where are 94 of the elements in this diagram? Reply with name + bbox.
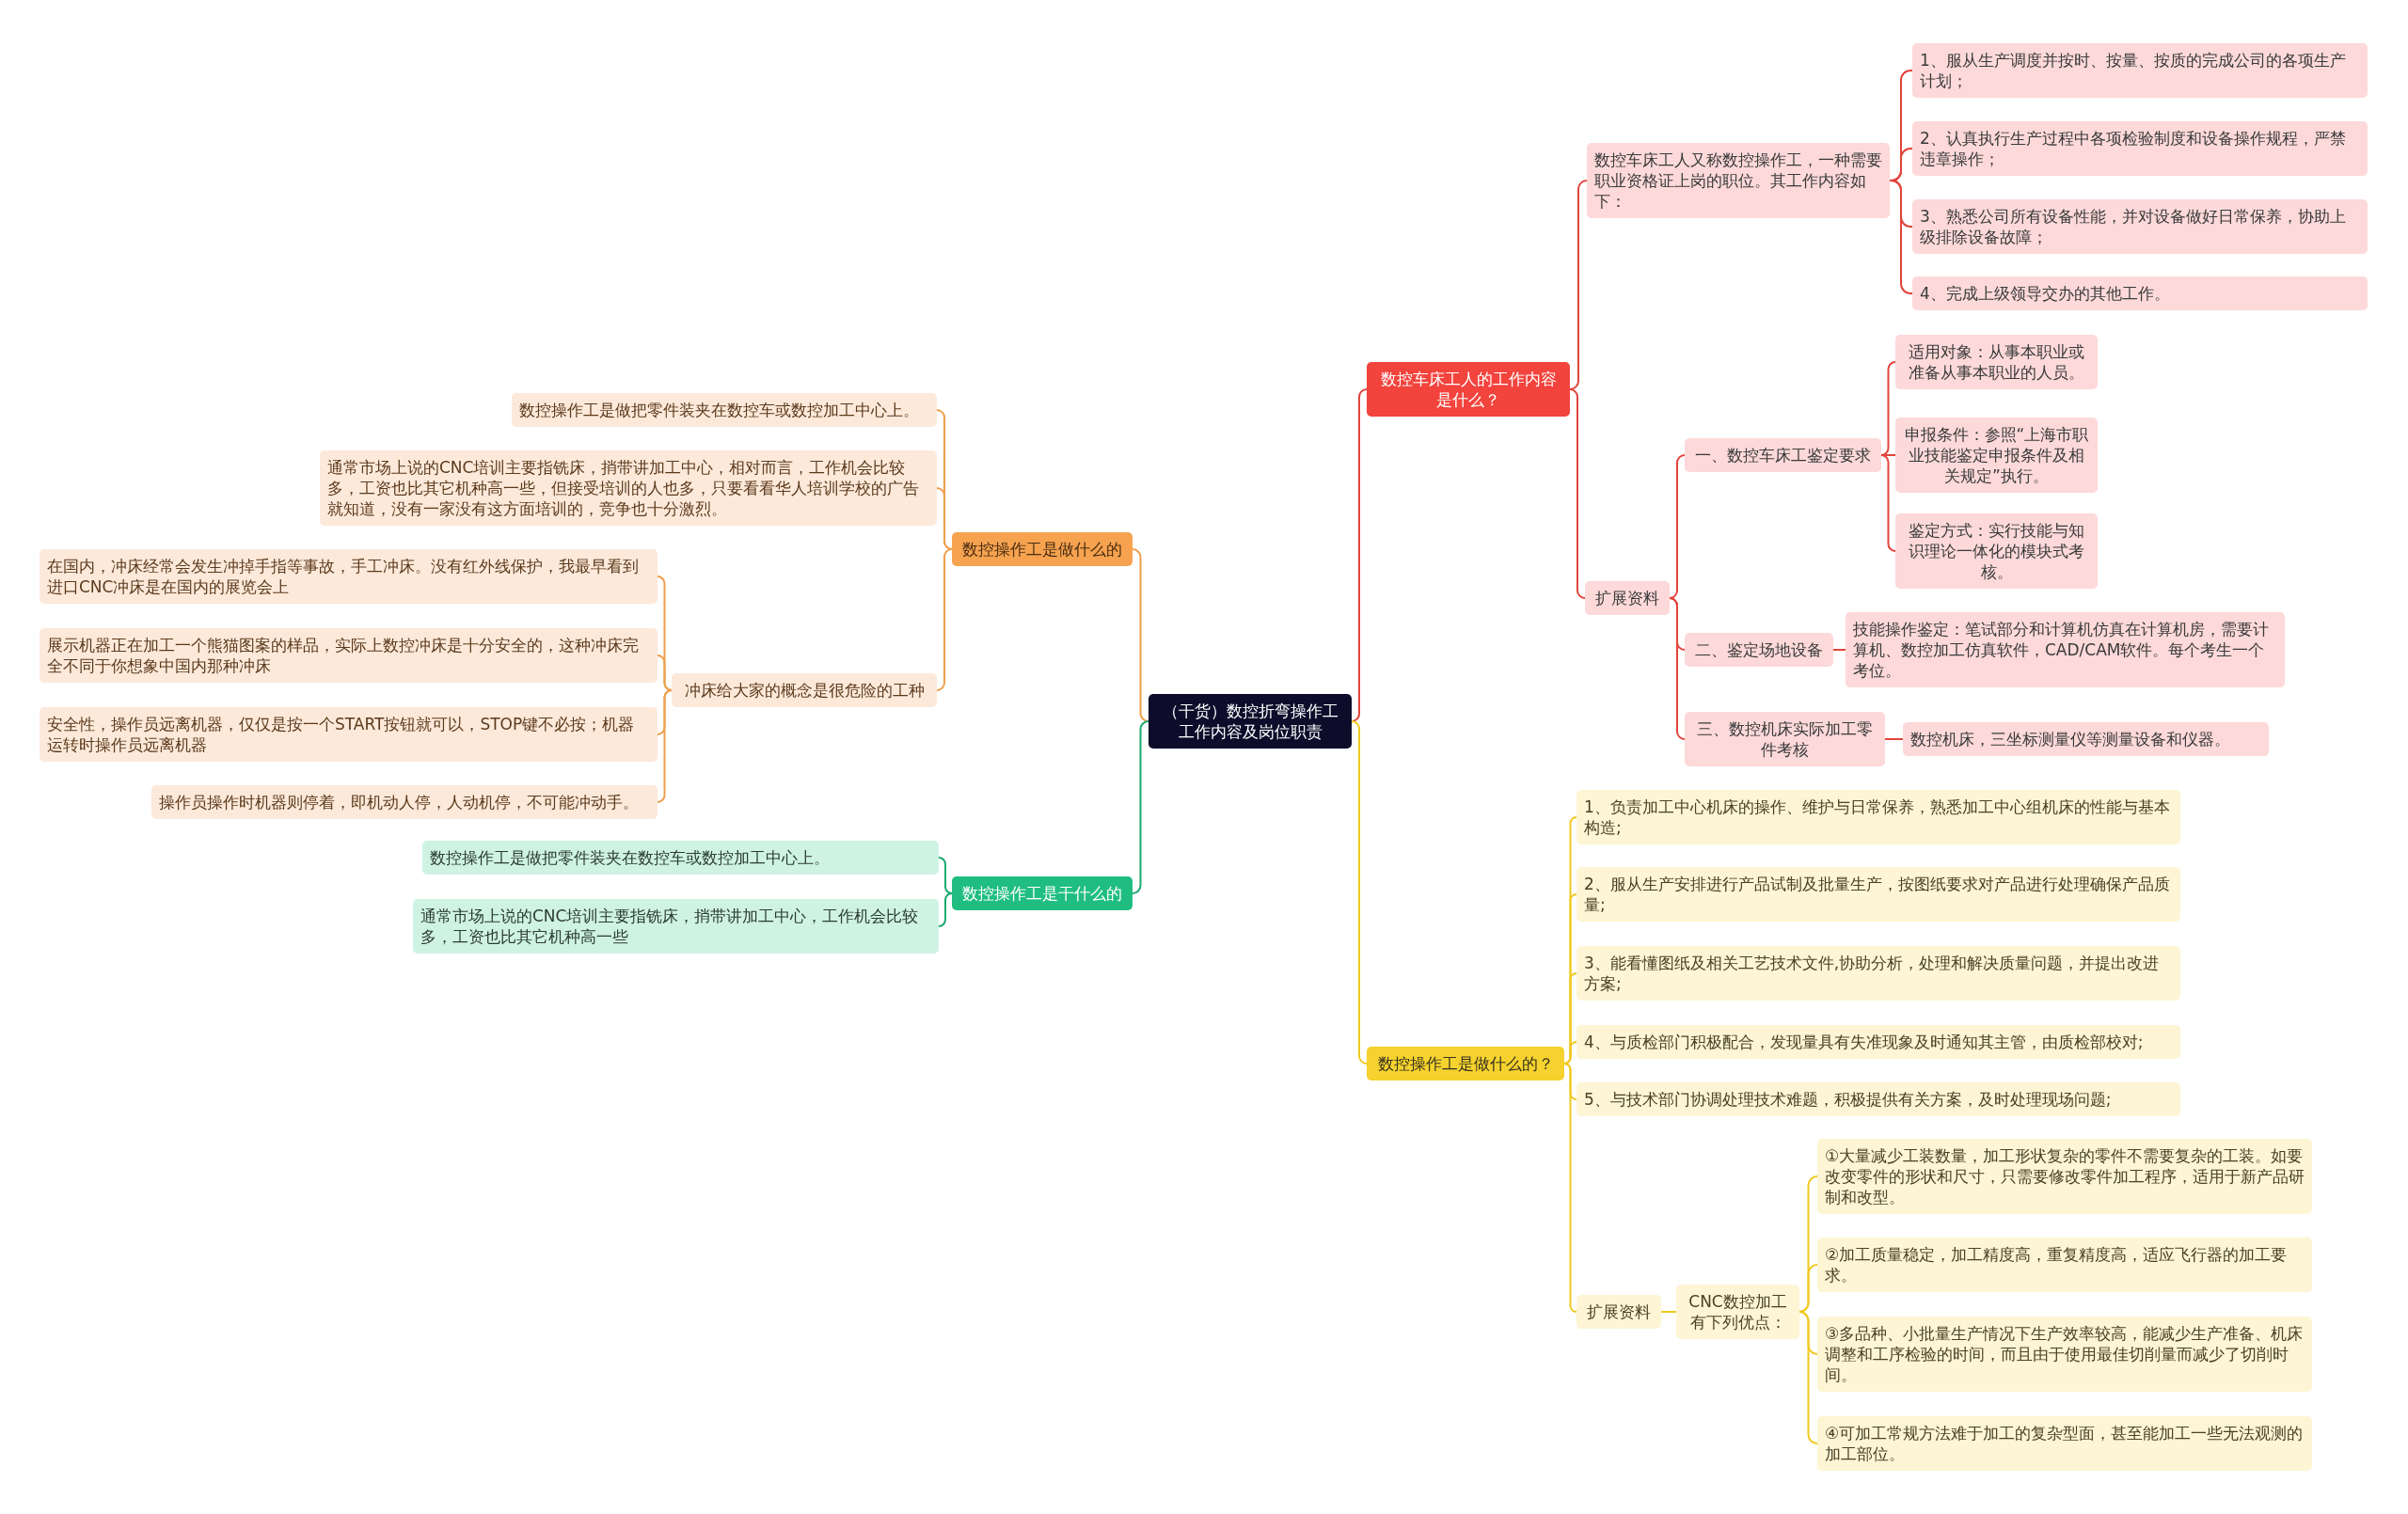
subtopic <box>512 393 937 427</box>
topic-text: 数控车床工人又称数控操作工，一种需要职业资格证上岗的职位。其工作内容如下： <box>1594 150 1882 212</box>
subtopic <box>1912 276 2368 310</box>
topic-text: 5、与技术部门协调处理技术难题，积极提供有关方案，及时处理现场问题; <box>1584 1089 2112 1110</box>
topic-text: 通常市场上说的CNC培训主要指铣床，捎带讲加工中心，工作机会比较多，工资也比其它机种高一些 <box>420 906 920 947</box>
topic-text: 4、完成上级领导交办的其他工作。 <box>1920 283 2170 304</box>
subtopic <box>1846 612 2285 687</box>
subtopic <box>1817 1139 2312 1214</box>
subtopic <box>1912 121 2368 176</box>
topic-text: CNC数控加工有下列优点： <box>1687 1291 1788 1333</box>
topic-text: 3、熟悉公司所有设备性能，并对设备做好日常保养，协助上级排除设备故障； <box>1920 206 2347 247</box>
connector-line <box>1884 738 1904 740</box>
topic-text: 2、认真执行生产过程中各项检验制度和设备操作规程，严禁违章操作； <box>1920 128 2347 169</box>
subtopic <box>672 673 937 707</box>
topic-text: 通常市场上说的CNC培训主要指铣床，捎带讲加工中心，相对而言，工作机会比较多，工资也比其它机种高一些，但接受培训的人也多，只要看看华人培训学校的广告就知道，没有一家没有这方面培训的，竞争也十分激烈。 <box>327 457 920 519</box>
topic-text: 在国内，冲床经常会发生冲掉手指等事故，手工冲床。没有红外线保护，我最早看到进口CNC冲床是在国内的展览会上 <box>47 556 640 597</box>
subtopic <box>1903 722 2269 756</box>
topic-text: 适用对象：从事本职业或准备从事本职业的人员。 <box>1908 341 2085 383</box>
subtopic <box>1817 1238 2312 1292</box>
subtopic <box>40 628 657 683</box>
central-topic <box>1149 694 1352 749</box>
subtopic <box>413 899 939 954</box>
topic-text: 数控操作工是干什么的 <box>962 883 1122 904</box>
subtopic <box>1895 335 2098 389</box>
subtopic <box>40 707 657 762</box>
subtopic <box>422 841 939 875</box>
subtopic <box>1685 633 1833 667</box>
subtopic <box>1587 143 1890 218</box>
connector-line <box>1889 180 1913 294</box>
subtopic <box>40 549 657 604</box>
subtopic <box>1576 1295 1661 1329</box>
subtopic <box>1576 946 2180 1001</box>
topic-text: 4、与质检部门积极配合，发现量具有失准现象及时通知其主管，由质检部校对; <box>1584 1032 2144 1052</box>
subtopic <box>1895 418 2098 493</box>
topic-text: ③多品种、小批量生产情况下生产效率较高，能减少生产准备、机床调整和工序检验的时间，而且由于使用最佳切削量而减少了切削时间。 <box>1825 1323 2305 1385</box>
topic-text: 数控操作工是做把零件装夹在数控车或数控加工中心上。 <box>519 400 919 420</box>
topic-text: 数控操作工是做把零件装夹在数控车或数控加工中心上。 <box>430 847 830 868</box>
connector-line <box>938 892 953 927</box>
topic-text: 数控车床工人的工作内容是什么？ <box>1380 369 1557 410</box>
topic-text: 3、能看懂图纸及相关工艺技术文件,协助分析，处理和解决质量问题，并提出改进方案; <box>1584 953 2161 994</box>
subtopic <box>1685 438 1881 472</box>
connector-line <box>657 689 673 803</box>
connector-line <box>1563 1063 1577 1313</box>
subtopic <box>1676 1285 1799 1339</box>
topic-text: 数控机床，三坐标测量仪等测量设备和仪器。 <box>1910 729 2230 749</box>
main-topic <box>1367 1047 1564 1080</box>
topic-text: 一、数控车床工鉴定要求 <box>1695 445 1871 465</box>
topic-text: 冲床给大家的概念是很危险的工种 <box>684 680 925 701</box>
subtopic <box>1895 513 2098 589</box>
topic-text: 技能操作鉴定：笔试部分和计算机仿真在计算机房，需要计算机、数控加工仿真软件，CAD/CAM软件。每个考生一个考位。 <box>1853 619 2270 681</box>
topic-text: 操作员操作时机器则停着，即机动人停，人动机停，不可能冲动手。 <box>159 792 639 812</box>
topic-text: 1、负责加工中心机床的操作、维护与日常保养，熟悉加工中心组机床的性能与基本构造; <box>1584 796 2171 838</box>
connector-line <box>1880 454 1896 552</box>
topic-text: ④可加工常规方法难于加工的复杂型面，甚至能加工一些无法观测的加工部位。 <box>1825 1423 2305 1464</box>
subtopic <box>1912 43 2368 98</box>
topic-text: 扩展资料 <box>1595 588 1659 608</box>
subtopic <box>1576 1025 2180 1059</box>
connector-line <box>1569 388 1586 599</box>
connector-line <box>1832 649 1846 651</box>
connector-line <box>1563 1041 1577 1065</box>
subtopic <box>1576 790 2180 844</box>
topic-text: 二、鉴定场地设备 <box>1695 639 1823 660</box>
topic-text: 数控操作工是做什么的 <box>962 539 1122 560</box>
subtopic <box>1576 1082 2180 1116</box>
connector-line <box>1660 1311 1677 1313</box>
subtopic <box>1576 867 2180 922</box>
main-topic <box>952 876 1133 910</box>
topic-text: ①大量减少工装数量，加工形状复杂的零件不需要复杂的工装。如要改变零件的形状和尺寸，只需要修改零件加工程序，适用于新产品研制和改型。 <box>1825 1145 2305 1207</box>
main-topic <box>952 532 1133 566</box>
connector-line <box>936 548 953 691</box>
topic-text: 数控操作工是做什么的？ <box>1377 1053 1554 1074</box>
topic-text: 安全性，操作员远离机器，仅仅是按一个START按钮就可以，STOP键不必按；机器运转时操作员远离机器 <box>47 714 636 755</box>
connector-line <box>1798 1311 1818 1444</box>
connector-line <box>1669 597 1686 740</box>
subtopic <box>320 450 937 526</box>
topic-text: 2、服从生产安排进行产品试制及批量生产，按图纸要求对产品进行处理确保产品质量; <box>1584 874 2171 915</box>
topic-text: ②加工质量稳定，加工精度高，重复精度高，适应飞行器的加工要求。 <box>1825 1244 2289 1285</box>
topic-text: 鉴定方式：实行技能与知识理论一体化的模块式考核。 <box>1908 520 2085 582</box>
topic-text: 展示机器正在加工一个熊猫图案的样品，实际上数控冲床是十分安全的，这种冲床完全不同于你想象中国内那种冲床 <box>47 635 640 676</box>
topic-text: 三、数控机床实际加工零件考核 <box>1696 718 1874 760</box>
connector-line <box>1351 720 1368 1065</box>
topic-text: 申报条件：参照“上海市职业技能鉴定申报条件及相关规定”执行。 <box>1903 424 2090 486</box>
topic-text: 扩展资料 <box>1587 1301 1651 1322</box>
subtopic <box>1585 581 1670 615</box>
subtopic <box>1685 712 1885 766</box>
main-topic <box>1367 362 1570 417</box>
connector-line <box>1132 720 1149 894</box>
connector-line <box>938 857 953 894</box>
topic-text: 1、服从生产调度并按时、按量、按质的完成公司的各项生产计划； <box>1920 50 2347 91</box>
subtopic <box>1817 1317 2312 1392</box>
topic-text: （干货）数控折弯操作工工作内容及岗位职责 <box>1162 701 1339 742</box>
subtopic <box>1912 199 2368 254</box>
subtopic <box>151 785 657 819</box>
subtopic <box>1817 1416 2312 1471</box>
